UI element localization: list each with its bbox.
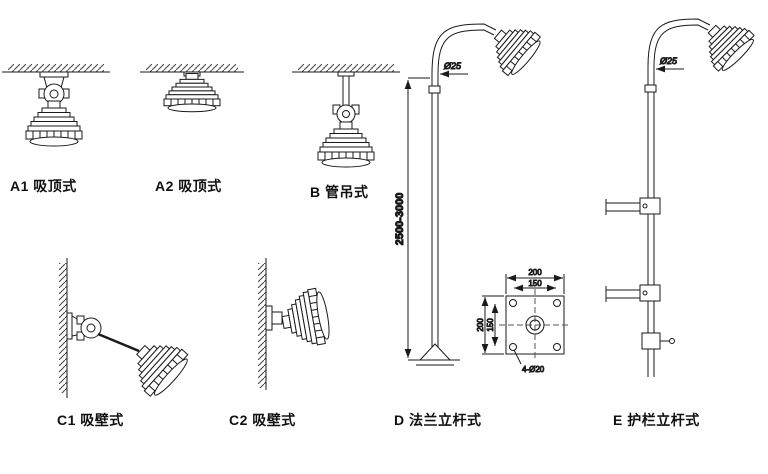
- c2-wall-hatch: [258, 258, 266, 390]
- d-flange-detail: 200 150 200 150 4-Ø20: [476, 268, 571, 375]
- b-drawing: [292, 64, 407, 168]
- a1-drawing: [2, 64, 122, 147]
- d-label: D 法兰立杆式: [394, 412, 482, 428]
- d-drawing: Ø25 2500-3000: [394, 14, 603, 375]
- d-flange-height-text: 200: [476, 318, 485, 332]
- e-pole-diameter-text: Ø25: [659, 56, 678, 66]
- c2-label: C2 吸壁式: [229, 412, 296, 428]
- c1-wall-bracket: [67, 313, 101, 340]
- e-lamp: [693, 10, 759, 76]
- a1-mount-bracket: [39, 72, 69, 104]
- b-pendant-pipe: [333, 72, 359, 123]
- a2-lamp: [163, 72, 221, 113]
- d-flange-base: [410, 344, 460, 365]
- c1-label: C1 吸壁式: [57, 412, 124, 428]
- e-bottom-clamp: [642, 333, 675, 349]
- d-dim-diameter: Ø25: [440, 61, 468, 78]
- d-pole-height-text: 2500-3000: [394, 193, 406, 246]
- b-ceiling-hatch: [292, 64, 400, 72]
- e-dim-diameter: Ø25: [656, 56, 684, 73]
- c2-lamp: [277, 286, 333, 351]
- b-lamp: [317, 121, 375, 168]
- a2-ceiling-hatch: [140, 64, 244, 72]
- a1-ceiling-hatch: [2, 64, 110, 72]
- d-pole-diameter-text: Ø25: [443, 61, 462, 71]
- e-guardrail-lower: [606, 285, 660, 302]
- d-flange-bolt-holes-text: 4-Ø20: [522, 365, 545, 374]
- c2-wall-bracket: [266, 306, 282, 330]
- c2-drawing: [258, 258, 333, 403]
- d-pole: [429, 24, 496, 360]
- a1-label: A1 吸顶式: [10, 178, 77, 194]
- b-label: B 管吊式: [310, 184, 369, 200]
- d-flange-width-text: 200: [528, 268, 542, 277]
- c1-swivel-arm: [98, 334, 139, 351]
- a2-label: A2 吸顶式: [155, 178, 222, 194]
- e-drawing: Ø25: [598, 10, 759, 405]
- e-pole: [645, 19, 710, 377]
- a1-lamp: [25, 100, 83, 147]
- d-flange-holes-h-text: 150: [528, 279, 542, 288]
- e-label: E 护栏立杆式: [613, 412, 700, 428]
- c1-wall-hatch: [59, 258, 67, 398]
- d-flange-holes-v-text: 150: [486, 318, 495, 332]
- e-guardrail-upper: [606, 198, 660, 215]
- c1-drawing: [59, 258, 194, 402]
- c1-lamp: [121, 328, 194, 402]
- d-lamp: [481, 14, 546, 81]
- d-dim-height: 2500-3000: [394, 78, 430, 360]
- a2-drawing: [140, 64, 250, 113]
